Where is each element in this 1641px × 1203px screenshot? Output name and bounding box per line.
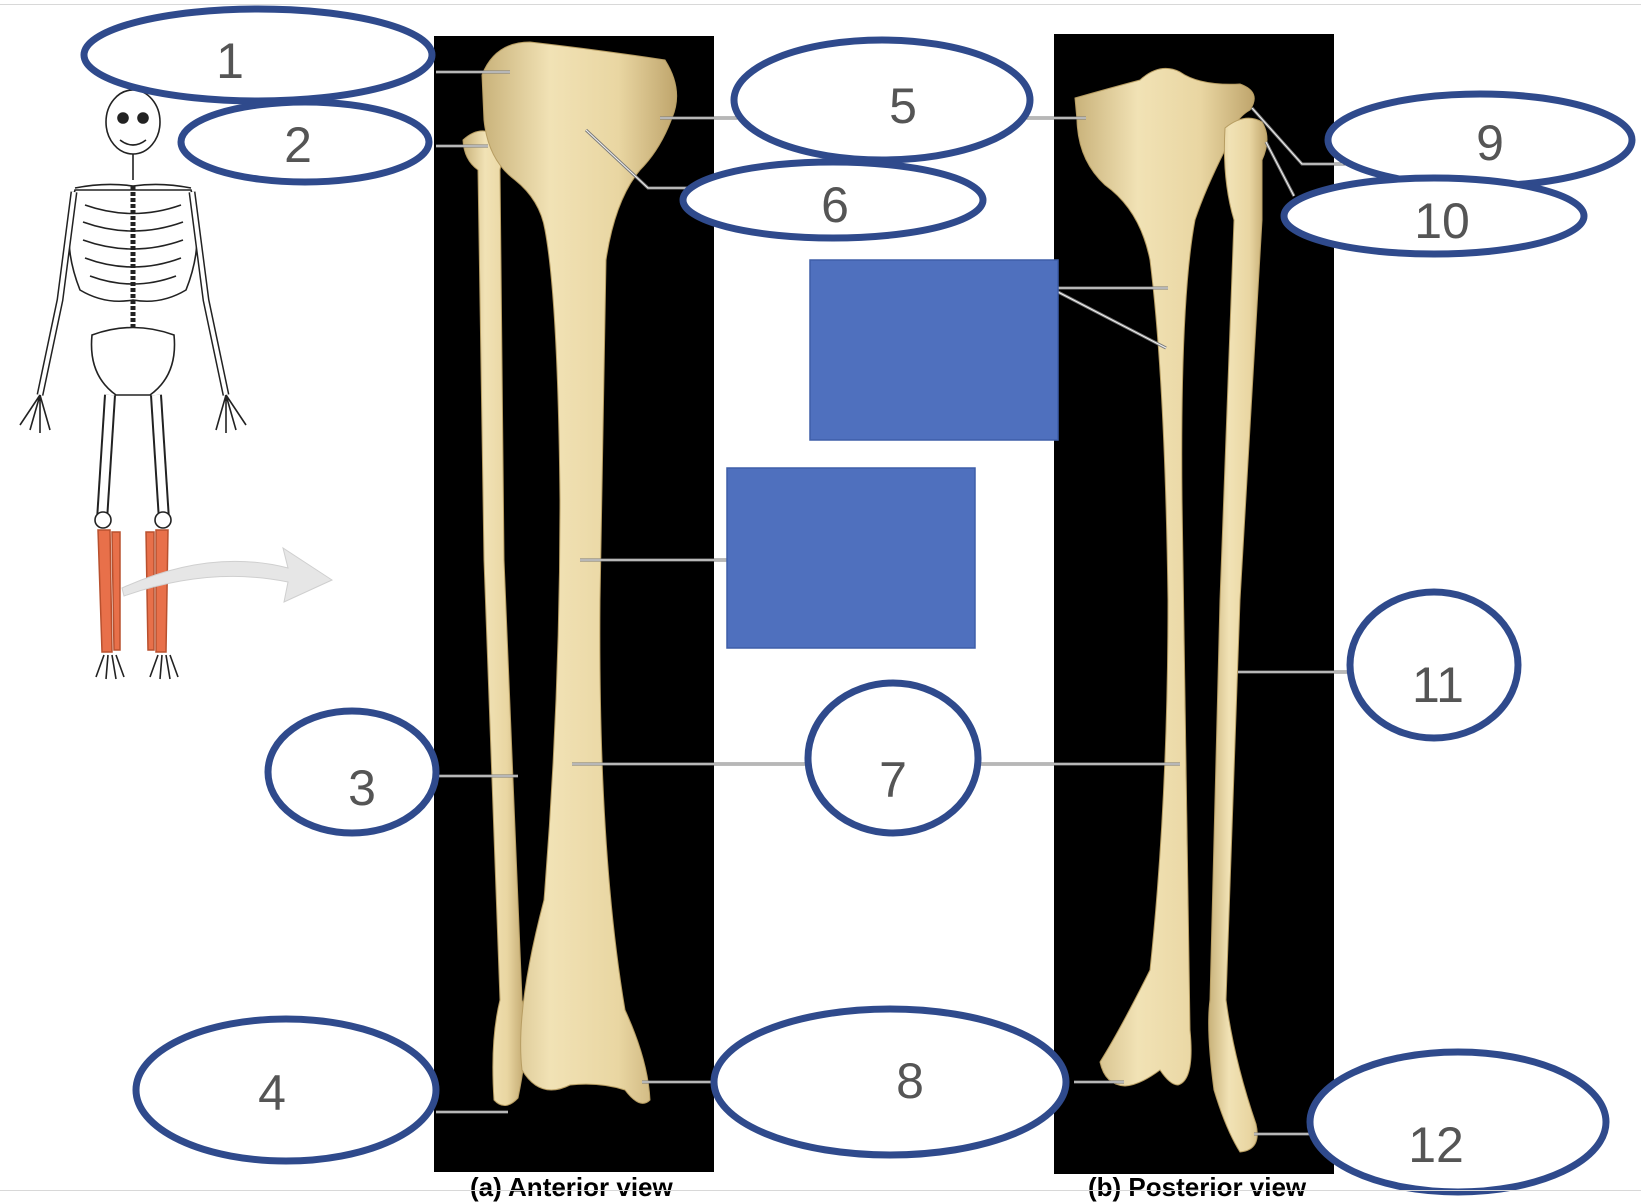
label-text-9: 9 xyxy=(1476,115,1504,171)
skeleton-figure xyxy=(19,89,247,680)
anterior-fibula xyxy=(462,130,527,1106)
answer-box-upper[interactable] xyxy=(809,259,1059,441)
label-oval-5[interactable] xyxy=(730,36,1034,164)
pointer-arrow xyxy=(121,546,334,603)
label-oval-7[interactable] xyxy=(804,679,982,837)
label-text-10: 10 xyxy=(1414,193,1470,249)
label-text-8: 8 xyxy=(896,1053,924,1109)
label-text-1: 1 xyxy=(216,33,244,89)
label-oval-10[interactable] xyxy=(1280,174,1588,258)
label-oval-8[interactable] xyxy=(710,1005,1070,1159)
highlighted-leg-bones xyxy=(97,529,169,653)
label-oval-1[interactable] xyxy=(80,5,436,105)
label-oval-3[interactable] xyxy=(264,707,440,837)
bottom-border xyxy=(0,1190,1641,1191)
answer-box-lower[interactable] xyxy=(726,467,976,649)
label-text-7: 7 xyxy=(879,752,907,808)
label-text-11: 11 xyxy=(1412,657,1464,713)
label-oval-6[interactable] xyxy=(679,158,987,242)
label-text-3: 3 xyxy=(348,760,376,816)
top-border xyxy=(0,4,1641,5)
label-oval-2[interactable] xyxy=(177,98,433,186)
label-oval-12[interactable] xyxy=(1306,1048,1610,1196)
caption-anterior: (a) Anterior view xyxy=(470,1172,673,1202)
caption-posterior: (b) Posterior view xyxy=(1088,1172,1307,1202)
label-text-12: 12 xyxy=(1408,1117,1464,1173)
label-text-2: 2 xyxy=(284,117,312,173)
label-text-4: 4 xyxy=(258,1065,286,1121)
label-text-5: 5 xyxy=(889,78,917,134)
posterior-fibula xyxy=(1208,117,1268,1153)
label-oval-4[interactable] xyxy=(132,1015,440,1165)
posterior-tibia xyxy=(1074,67,1255,1087)
label-oval-11[interactable] xyxy=(1346,588,1522,742)
label-text-6: 6 xyxy=(821,177,849,233)
